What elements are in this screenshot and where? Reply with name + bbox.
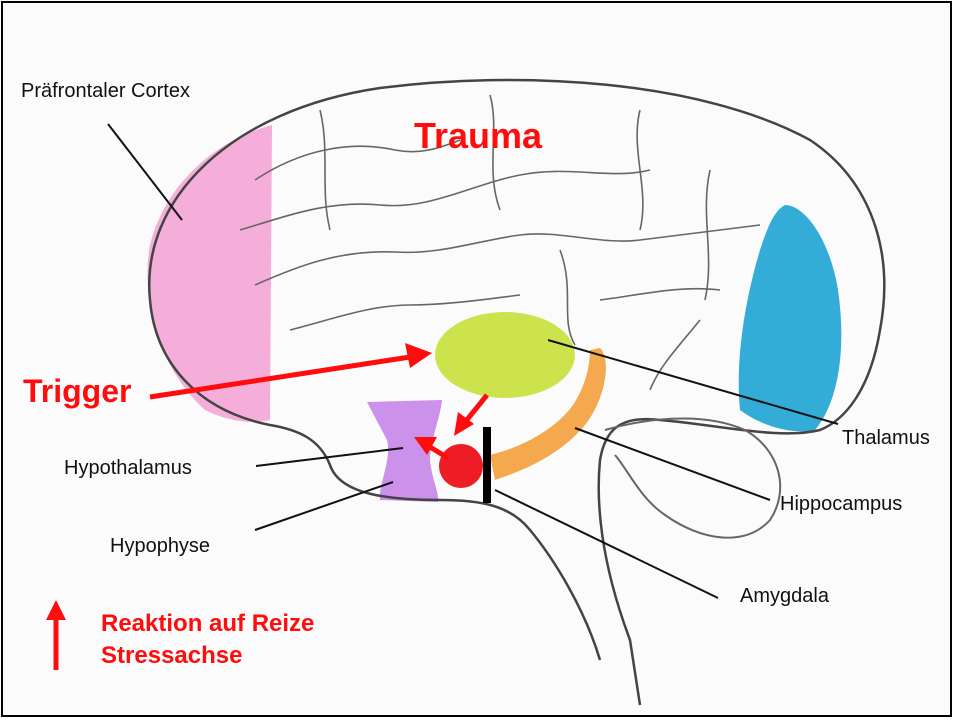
- amygdala-region: [439, 444, 483, 488]
- thalamus-region: [435, 312, 575, 398]
- legend-reaktion: Reaktion auf Reize: [101, 610, 314, 638]
- label-trigger: Trigger: [23, 373, 131, 410]
- label-prefrontal-cortex: Präfrontaler Cortex: [21, 80, 190, 103]
- prefrontal-region: [147, 125, 272, 422]
- label-hippocampus: Hippocampus: [780, 493, 902, 516]
- legend-stressachse: Stressachse: [101, 642, 242, 670]
- label-amygdala: Amygdala: [740, 585, 829, 608]
- label-hypophyse: Hypophyse: [110, 535, 210, 558]
- label-thalamus: Thalamus: [842, 427, 930, 450]
- title-trauma: Trauma: [414, 115, 542, 157]
- label-hypothalamus: Hypothalamus: [64, 457, 192, 480]
- occipital-region: [739, 205, 842, 431]
- cerebellum-outline: [605, 418, 780, 537]
